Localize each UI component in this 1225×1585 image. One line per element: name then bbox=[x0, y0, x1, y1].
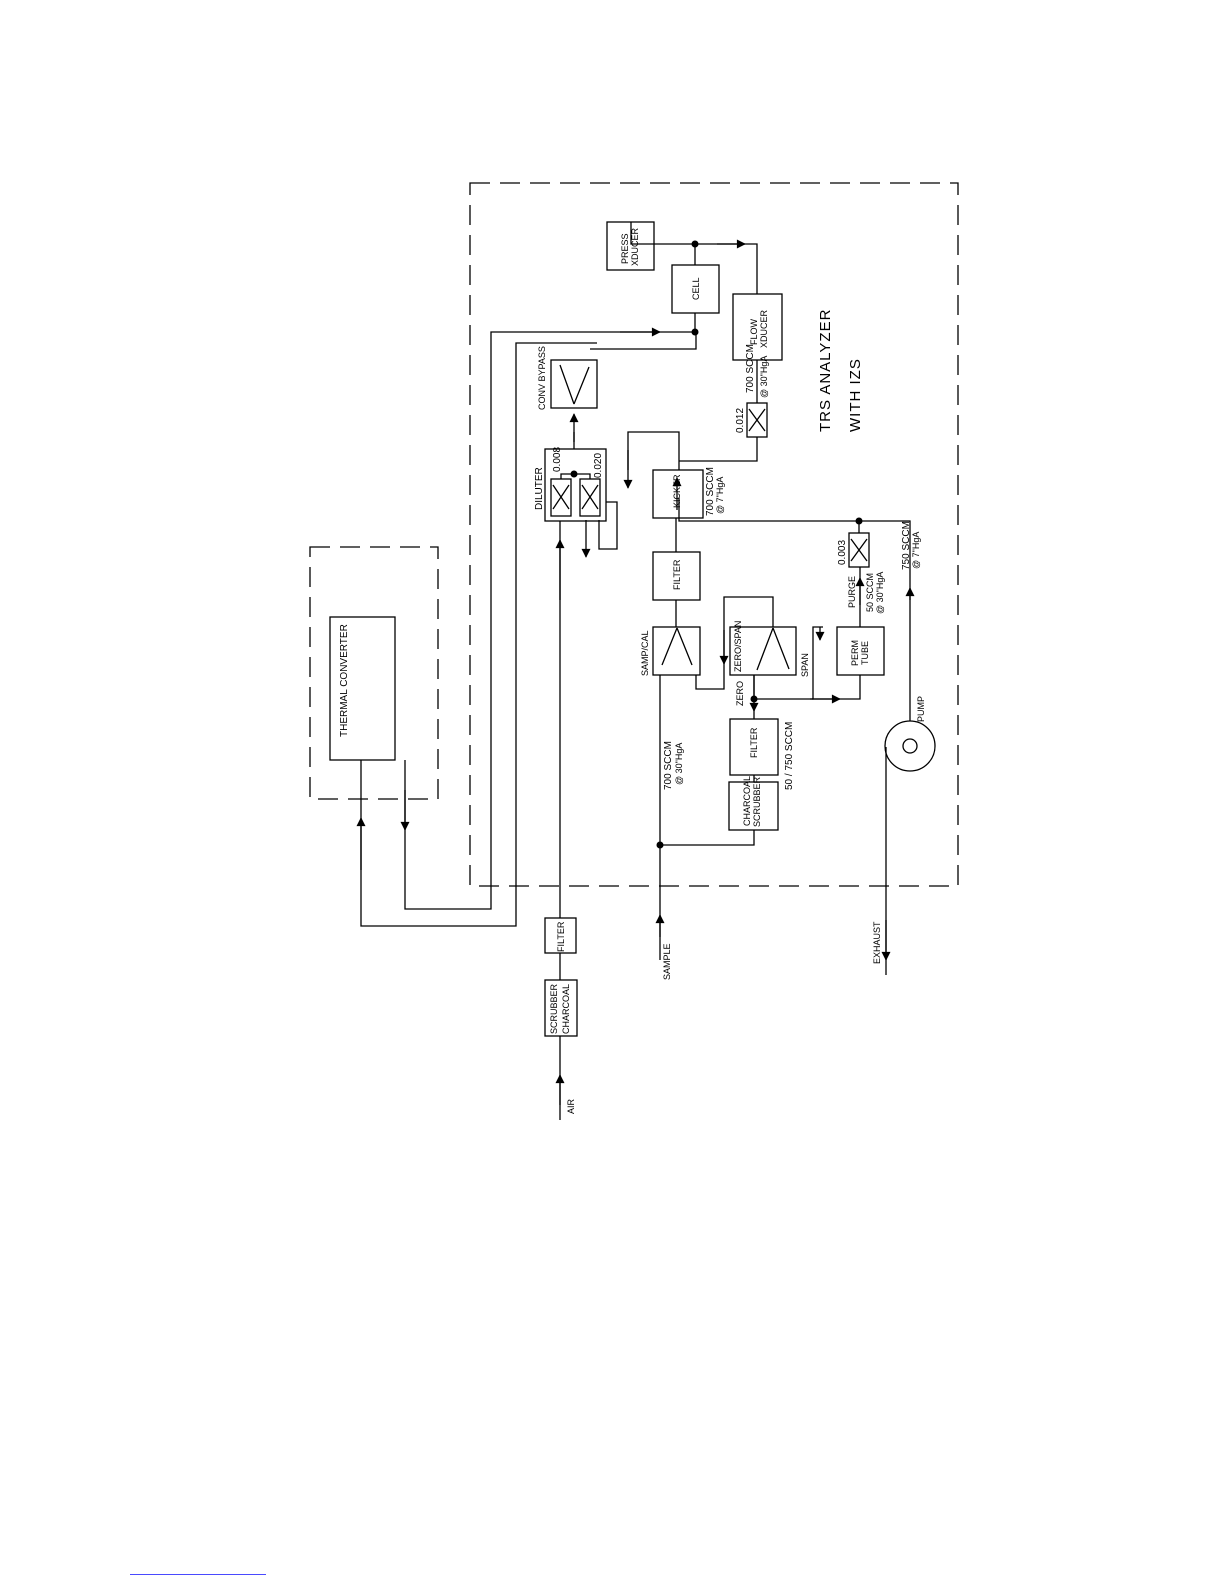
conv-bypass-valve bbox=[550, 359, 598, 409]
filter-air-label: FILTER bbox=[556, 921, 566, 952]
flow-50-label-2: @ 30"HgA bbox=[875, 572, 885, 614]
press-xducer-label: PRESS bbox=[620, 233, 630, 264]
orifice-0008-label: 0.008 bbox=[552, 447, 563, 472]
perm-tube-label: PERM bbox=[850, 640, 860, 666]
flow-700-7-label: 700 SCCM bbox=[705, 467, 716, 516]
diluter-box bbox=[544, 448, 607, 522]
charcoal-scrubber-label-2: SCRUBBER bbox=[752, 776, 762, 827]
footer-rule bbox=[130, 1574, 266, 1575]
purge-label: PURGE bbox=[847, 576, 857, 608]
conv-bypass-switch-icon bbox=[559, 364, 590, 405]
flow-sample-label: 700 SCCM bbox=[663, 741, 674, 790]
cell-label: CELL bbox=[691, 277, 701, 300]
zero-span-switch-icon bbox=[756, 627, 790, 671]
kicker-box bbox=[652, 469, 704, 519]
thermal-converter-label: THERMAL CONVERTER bbox=[339, 624, 350, 737]
pump-label: PUMP bbox=[916, 696, 926, 722]
flow-xducer-label: FLOW bbox=[749, 318, 759, 345]
samp-cal-label: SAMP/CAL bbox=[640, 630, 650, 676]
flow-750-label: 750 SCCM bbox=[901, 521, 912, 570]
exhaust-label: EXHAUST bbox=[872, 921, 882, 964]
zero-span-valve bbox=[729, 626, 797, 676]
flow-xducer-label-2: XDUCER bbox=[759, 309, 769, 348]
flow-50-label: 50 SCCM bbox=[865, 573, 875, 612]
scrubber-charcoal-label-2: CHARCOAL bbox=[561, 984, 571, 1034]
sample-label: SAMPLE bbox=[662, 943, 672, 980]
orifice-0012-label: 0.012 bbox=[735, 408, 746, 433]
scrubber-charcoal-box bbox=[544, 979, 578, 1037]
pump-icon bbox=[884, 720, 936, 772]
orifice-0020-icon bbox=[581, 484, 599, 510]
flow-700-30-label: 700 SCCM bbox=[745, 344, 756, 393]
orifice-0012-icon bbox=[748, 408, 766, 432]
scrubber-charcoal-label: SCRUBBER bbox=[549, 983, 559, 1034]
title-line1: TRS ANALYZER bbox=[817, 309, 834, 432]
flow-sample-label-2: @ 30"HgA bbox=[674, 743, 684, 785]
samp-cal-switch-icon bbox=[661, 627, 693, 666]
flow-izs-label: 50 / 750 SCCM bbox=[784, 722, 795, 790]
diluter-label: DILUTER bbox=[534, 467, 545, 510]
analyzer-enclosure bbox=[469, 182, 959, 887]
orifice-0020-label: 0.020 bbox=[593, 453, 604, 478]
pump-rotor bbox=[902, 738, 918, 754]
thermal-converter-box bbox=[329, 616, 396, 761]
conv-bypass-label: CONV BYPASS bbox=[537, 346, 547, 410]
span-label: SPAN bbox=[800, 653, 810, 677]
flow-750-label-2: @ 7"HgA bbox=[911, 532, 921, 569]
filter-izs-label: FILTER bbox=[749, 727, 759, 758]
flow-700-7-label-2: @ 7"HgA bbox=[715, 477, 725, 514]
flow-700-30-label-2: @ 30"HgA bbox=[759, 356, 769, 398]
press-xducer-label-2: XDUCER bbox=[630, 227, 640, 266]
title-line2: WITH IZS bbox=[847, 358, 864, 432]
orifice-0003-label: 0.003 bbox=[837, 540, 848, 565]
orifice-0008-icon bbox=[552, 484, 570, 510]
thermal-converter-enclosure bbox=[309, 546, 439, 800]
kicker-label: KICKER bbox=[672, 474, 682, 508]
orifice-0003-icon bbox=[850, 538, 868, 562]
samp-cal-valve bbox=[652, 626, 701, 676]
perm-tube-label-2: TUBE bbox=[860, 641, 870, 665]
zero-label: ZERO bbox=[735, 681, 745, 706]
charcoal-scrubber-label: CHARCOAL bbox=[742, 776, 752, 826]
air-label: AIR bbox=[566, 1098, 576, 1114]
zero-span-label: ZERO/SPAN bbox=[733, 621, 743, 672]
filter-main-label: FILTER bbox=[672, 559, 682, 590]
